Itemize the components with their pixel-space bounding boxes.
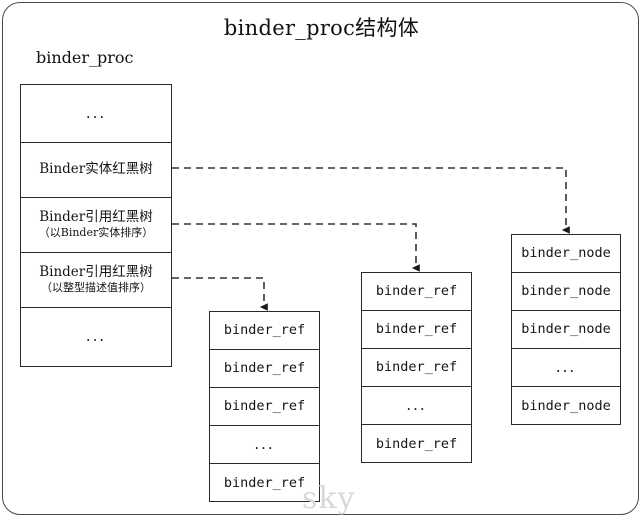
list-item: binder_ref xyxy=(210,464,319,503)
row-label: ... xyxy=(406,395,427,414)
binder-ref-list-box-2: binder_ref binder_ref binder_ref ... bin… xyxy=(361,272,472,463)
struct-caption-binder-proc: binder_proc xyxy=(36,48,134,67)
list-item-ellipsis: ... xyxy=(512,349,620,387)
row-label: binder_ref xyxy=(223,474,306,491)
row-label: binder_ref xyxy=(375,358,458,375)
list-item: binder_ref xyxy=(362,273,471,311)
list-item: binder_ref xyxy=(362,311,471,349)
row-label: Binder引用红黑树 xyxy=(39,264,153,281)
binder-proc-row-ellipsis-top: ... xyxy=(21,85,171,143)
binder-proc-row-refs-by-node: Binder引用红黑树 （以Binder实体排序） xyxy=(21,198,171,253)
row-label: binder_ref xyxy=(375,282,458,299)
page-title: binder_proc结构体 xyxy=(223,16,420,40)
row-label: ... xyxy=(85,327,107,346)
row-label: binder_node xyxy=(521,397,611,414)
row-label: binder_ref xyxy=(223,397,306,414)
binder-proc-row-refs-by-desc: Binder引用红黑树 （以整型描述值排序） xyxy=(21,253,171,308)
list-item-ellipsis: ... xyxy=(362,387,471,425)
row-label: binder_ref xyxy=(223,359,306,376)
binder-ref-list-box-1: binder_ref binder_ref binder_ref ... bin… xyxy=(209,311,320,502)
row-label: ... xyxy=(254,434,275,453)
row-label: binder_ref xyxy=(375,320,458,337)
list-item: binder_node xyxy=(512,273,620,311)
list-item: binder_ref xyxy=(210,388,319,426)
row-label: binder_node xyxy=(521,320,611,337)
binder-node-list-box: binder_node binder_node binder_node ... … xyxy=(511,234,621,425)
list-item: binder_ref xyxy=(362,425,471,464)
row-label: ... xyxy=(85,103,107,122)
binder-proc-struct-box: ... Binder实体红黑树 Binder引用红黑树 （以Binder实体排序… xyxy=(20,84,172,367)
list-item: binder_ref xyxy=(210,312,319,350)
binder-proc-row-binder-node-tree: Binder实体红黑树 xyxy=(21,143,171,198)
list-item-ellipsis: ... xyxy=(210,426,319,464)
row-label: binder_node xyxy=(521,282,611,299)
row-label: ... xyxy=(555,357,577,376)
list-item: binder_ref xyxy=(210,350,319,388)
list-item: binder_node xyxy=(512,387,620,426)
row-label: binder_ref xyxy=(375,435,458,452)
row-label: binder_ref xyxy=(223,321,306,338)
row-sublabel: （以整型描述值排序） xyxy=(41,280,151,294)
list-item: binder_ref xyxy=(362,349,471,387)
outer-frame-border xyxy=(2,2,639,515)
row-label: Binder引用红黑树 xyxy=(39,209,153,226)
row-sublabel: （以Binder实体排序） xyxy=(38,225,154,239)
list-item: binder_node xyxy=(512,235,620,273)
watermark-text: sky xyxy=(302,481,356,516)
binder-proc-row-ellipsis-bottom: ... xyxy=(21,308,171,366)
row-label: binder_node xyxy=(521,244,611,261)
row-label: Binder实体红黑树 xyxy=(39,161,153,178)
list-item: binder_node xyxy=(512,311,620,349)
